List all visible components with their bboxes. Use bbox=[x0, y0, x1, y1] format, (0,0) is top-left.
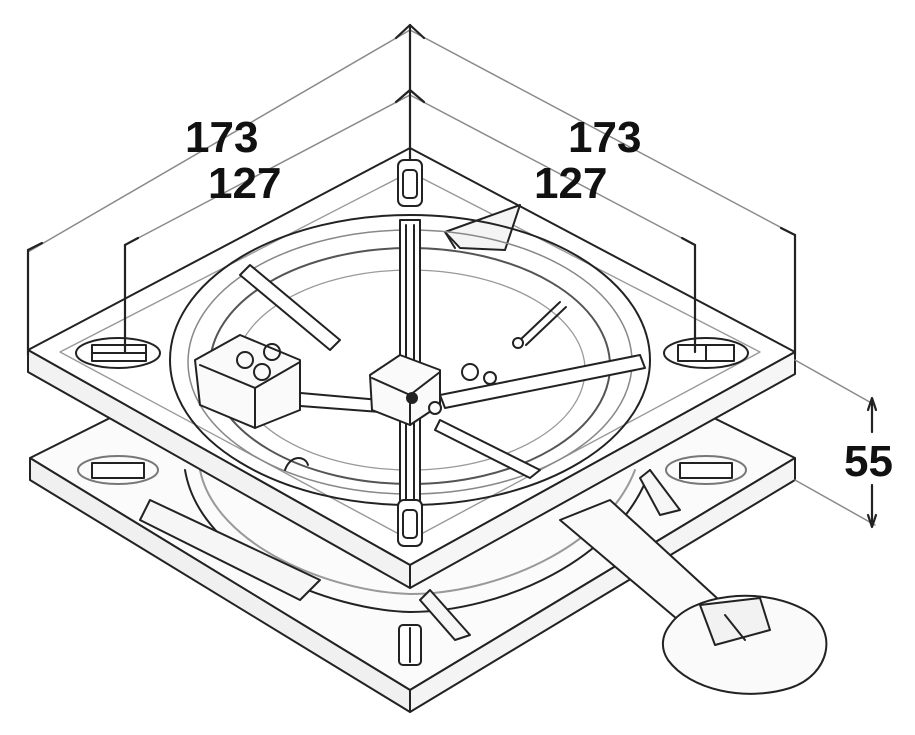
hub-bolt-1 bbox=[406, 392, 418, 404]
top-plate-inner-outline bbox=[59, 171, 761, 541]
top-plate-front-right-edge bbox=[409, 351, 796, 589]
dim-label-inner-right: 127 bbox=[534, 159, 608, 208]
dimension-lines bbox=[27, 29, 876, 526]
small-hook bbox=[284, 457, 309, 471]
dim-label-height: 55 bbox=[844, 437, 893, 486]
swivel-ring-body bbox=[139, 469, 681, 641]
lever-grip-line bbox=[724, 614, 746, 641]
hub-bolt-2 bbox=[428, 401, 442, 415]
ext-right-inner-tick bbox=[680, 236, 697, 247]
dim-inner-left-line bbox=[124, 94, 411, 246]
latch-pin bbox=[512, 301, 567, 349]
arrow-height-top bbox=[866, 396, 878, 412]
hub-bolt-3 bbox=[461, 363, 479, 381]
top-slot-front bbox=[397, 499, 423, 547]
mech-spring-2 bbox=[263, 343, 281, 361]
mech-spring-1 bbox=[236, 351, 254, 369]
mech-box-edge-2 bbox=[254, 361, 301, 389]
top-notch-line bbox=[444, 231, 456, 249]
release-lever bbox=[559, 499, 828, 695]
bottom-slot-left bbox=[91, 462, 145, 479]
top-slot-back bbox=[397, 159, 423, 207]
left-mechanism bbox=[194, 334, 301, 429]
arm-east bbox=[439, 354, 646, 409]
pin-shaft-2 bbox=[525, 306, 567, 346]
top-slot-back-inner bbox=[402, 169, 418, 199]
mech-box bbox=[194, 334, 301, 429]
ext-left-outer-tick bbox=[26, 241, 44, 252]
dim-height-leader-top bbox=[794, 359, 876, 406]
arm-southeast bbox=[434, 419, 541, 479]
hub-edge-2 bbox=[409, 371, 441, 396]
arrow-top-inner bbox=[394, 88, 426, 104]
top-plate-slots bbox=[75, 159, 749, 547]
mech-spring-3 bbox=[253, 363, 271, 381]
pin-shaft bbox=[519, 301, 561, 341]
bottom-slot-right bbox=[679, 462, 733, 479]
dim-label-outer-left: 173 bbox=[185, 113, 259, 162]
ext-left-inner-tick bbox=[123, 236, 140, 247]
hub-edge bbox=[371, 377, 411, 396]
dim-inner-right-line bbox=[409, 94, 696, 246]
lever-handle bbox=[662, 594, 828, 695]
bottom-slot-left-hole bbox=[77, 455, 159, 485]
dim-height-leader-bottom bbox=[794, 479, 876, 526]
fin-right bbox=[639, 469, 681, 516]
arrow-top-outer bbox=[394, 23, 426, 40]
dim-outer-right-line bbox=[409, 29, 796, 236]
mech-box-edge bbox=[199, 364, 256, 389]
arm-northwest bbox=[239, 264, 341, 351]
pin-end bbox=[512, 337, 524, 349]
hub-bolt-4 bbox=[483, 371, 497, 385]
arrow-height-bottom bbox=[866, 513, 878, 529]
bottom-slot-right-hole bbox=[665, 455, 747, 485]
fin-left bbox=[139, 499, 321, 601]
top-slot-front-inner bbox=[402, 509, 418, 539]
extension-lines bbox=[26, 23, 878, 529]
lever-grip bbox=[699, 597, 771, 646]
ext-right-outer-tick bbox=[779, 226, 797, 237]
fin-front bbox=[419, 589, 471, 641]
dim-outer-left-line bbox=[27, 29, 411, 253]
top-notch bbox=[444, 204, 521, 251]
dim-label-inner-left: 127 bbox=[208, 159, 282, 208]
dim-label-outer-right: 173 bbox=[568, 113, 642, 162]
